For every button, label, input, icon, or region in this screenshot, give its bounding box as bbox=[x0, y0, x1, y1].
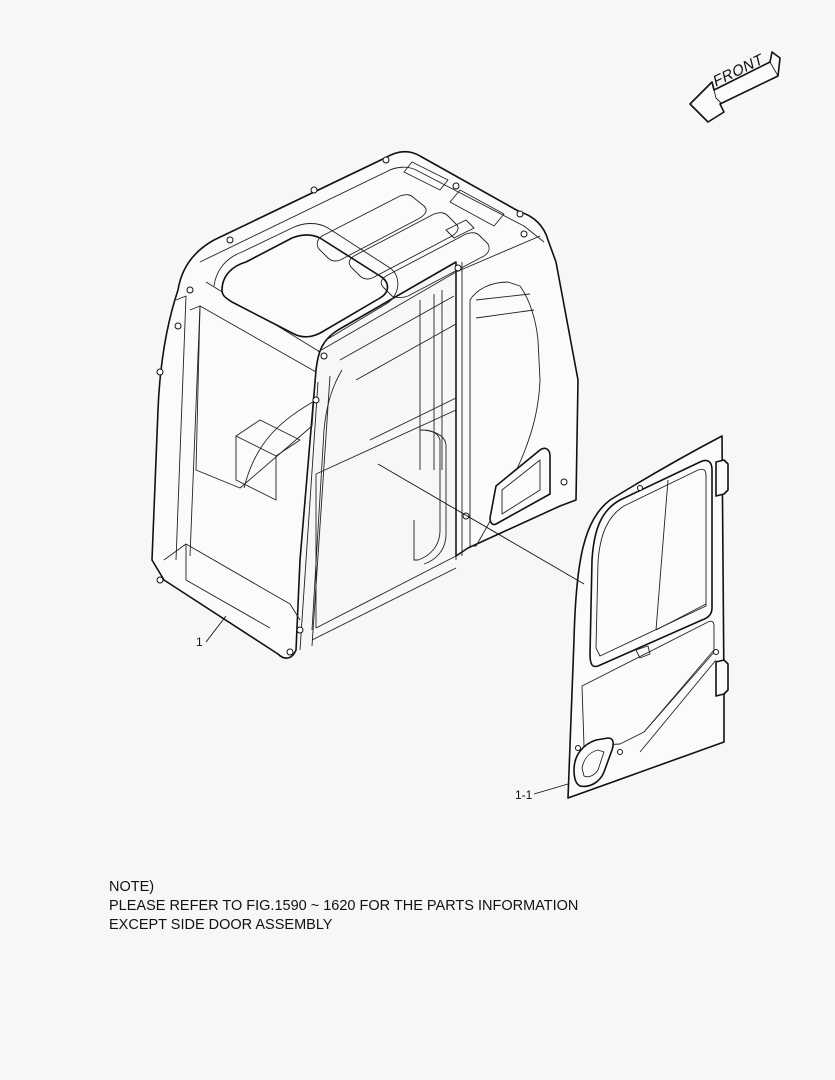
leader-cab bbox=[205, 615, 227, 643]
leader-door bbox=[533, 783, 569, 795]
note-line-1: PLEASE REFER TO FIG.1590 ~ 1620 FOR THE … bbox=[109, 898, 579, 914]
side-door-assembly bbox=[567, 435, 729, 799]
explode-line bbox=[377, 463, 585, 585]
callout-cab: 1 bbox=[196, 635, 203, 649]
cab-fasteners bbox=[156, 156, 568, 656]
cab-body bbox=[151, 150, 579, 659]
callout-side-door: 1-1 bbox=[515, 788, 533, 802]
note-block: NOTE) PLEASE REFER TO FIG.1590 ~ 1620 FO… bbox=[109, 878, 578, 935]
note-line-2: EXCEPT SIDE DOOR ASSEMBLY bbox=[109, 917, 333, 933]
front-arrow-icon bbox=[689, 51, 781, 123]
note-title: NOTE) bbox=[109, 879, 155, 895]
